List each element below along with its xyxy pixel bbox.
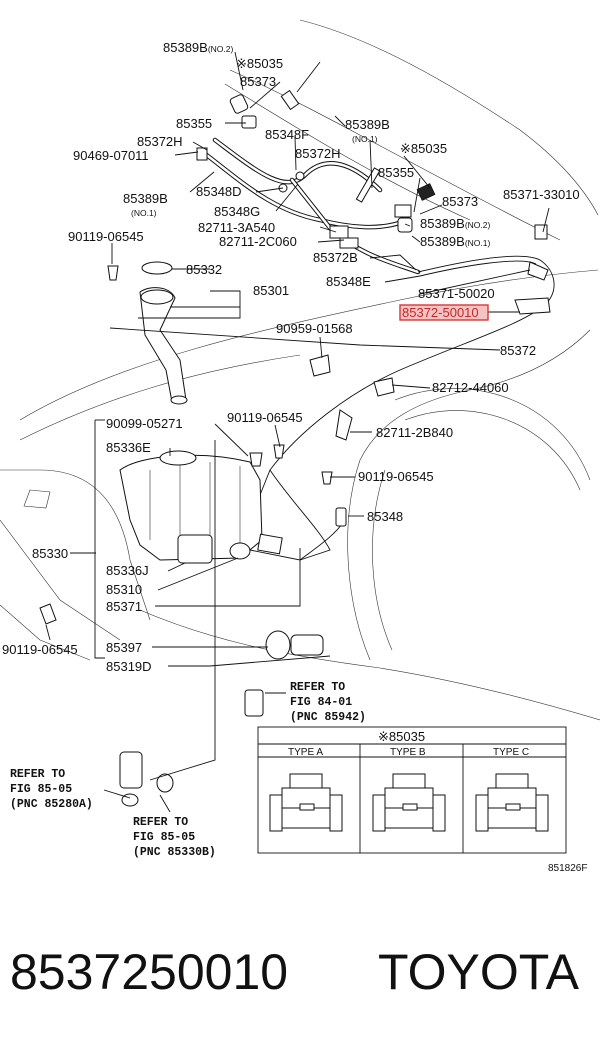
label-90469-07011: 90469-07011	[73, 148, 149, 163]
label-85373-b: 85373	[442, 194, 478, 209]
refer-85330B-line1: REFER TO	[133, 816, 188, 829]
label-85301: 85301	[253, 283, 289, 298]
refer-84-01-line3: (PNC 85942)	[290, 711, 366, 724]
brand-name: TOYOTA	[378, 944, 579, 1000]
label-90119-06545-c: 90119-06545	[358, 469, 434, 484]
leader-lines	[45, 51, 550, 813]
label-85332: 85332	[186, 262, 222, 277]
label-90119-06545-a: 90119-06545	[68, 229, 144, 244]
refer-notes: REFER TO FIG 84-01 (PNC 85942) REFER TO …	[10, 681, 366, 859]
refer-85330B-line3: (PNC 85330B)	[133, 846, 216, 859]
label-85035-b: ※85035	[400, 141, 447, 156]
highlight-box	[399, 304, 489, 321]
label-85348G: 85348G	[214, 204, 260, 219]
figure-code: 851826F	[548, 863, 587, 874]
type-a-label: TYPE A	[288, 747, 323, 758]
label-85310: 85310	[106, 582, 142, 597]
label-85389B-no1-b: 85389B	[123, 191, 168, 206]
label-85348F: 85348F	[265, 127, 309, 142]
label-90959-01568: 90959-01568	[276, 321, 353, 336]
label-85371-50020: 85371-50020	[418, 286, 495, 301]
label-85372B: 85372B	[313, 250, 358, 265]
part-labels: 85389B(NO.2) ※85035 85373 85355 85348F 8…	[2, 40, 580, 674]
label-85389B-no2-b: 85389B(NO.2)	[420, 216, 490, 231]
label-90119-06545-d: 90119-06545	[2, 642, 78, 657]
part-number: 8537250010	[10, 944, 289, 1000]
refer-84-01-line1: REFER TO	[290, 681, 345, 694]
label-85319D: 85319D	[106, 659, 152, 674]
part-shapes	[39, 89, 551, 807]
vehicle-body-outline	[0, 19, 600, 721]
label-85330: 85330	[32, 546, 68, 561]
label-82712-44060: 82712-44060	[432, 380, 509, 395]
type-c-connector-icon	[475, 773, 549, 832]
label-85397: 85397	[106, 640, 142, 655]
label-85371-33010: 85371-33010	[503, 187, 580, 202]
label-85348: 85348	[367, 509, 403, 524]
label-82711-2B840: 82711-2B840	[376, 425, 453, 440]
label-85355-b: 85355	[378, 165, 414, 180]
type-b-label: TYPE B	[390, 747, 426, 758]
refer-85280A-line1: REFER TO	[10, 768, 65, 781]
type-table-title: ※85035	[378, 729, 425, 744]
svg-text:85372-50010: 85372-50010	[402, 305, 479, 320]
label-85389B-no1-c: 85389B(NO.1)	[420, 234, 490, 249]
refer-85280A-line2: FIG 85-05	[10, 783, 72, 796]
label-85372-50010-highlighted: 85372-50010	[399, 304, 489, 321]
label-85336J: 85336J	[106, 563, 149, 578]
label-85389B-no2: 85389B(NO.2)	[163, 40, 233, 55]
label-85336E: 85336E	[106, 440, 151, 455]
type-a-connector-icon	[269, 773, 343, 832]
label-90099-05271: 90099-05271	[106, 416, 183, 431]
label-85372H-b: 85372H	[295, 146, 341, 161]
label-90119-06545-b: 90119-06545	[227, 410, 303, 425]
label-85348E: 85348E	[326, 274, 371, 289]
type-c-label: TYPE C	[493, 747, 529, 758]
label-85389B-no1-a-sub: (NO.1)	[352, 134, 378, 144]
label-85389B-no1-b-sub: (NO.1)	[131, 208, 157, 218]
label-85373-a: 85373	[240, 74, 276, 89]
refer-85280A-line3: (PNC 85280A)	[10, 798, 93, 811]
label-82711-2C060: 82711-2C060	[219, 234, 297, 249]
label-85355-a: 85355	[176, 116, 212, 131]
type-b-connector-icon	[372, 773, 446, 832]
refer-84-01-line2: FIG 84-01	[290, 696, 352, 709]
label-82711-3A540: 82711-3A540	[198, 220, 275, 235]
type-table: ※85035 TYPE A TYPE B TYPE C	[257, 726, 567, 854]
label-85372H-a: 85372H	[137, 134, 183, 149]
refer-85330B-line2: FIG 85-05	[133, 831, 195, 844]
label-85389B-no1-a: 85389B	[345, 117, 390, 132]
label-85348D: 85348D	[196, 184, 242, 199]
label-85035-a: ※85035	[236, 56, 283, 71]
label-85371-b: 85371	[106, 599, 142, 614]
label-85372: 85372	[500, 343, 536, 358]
